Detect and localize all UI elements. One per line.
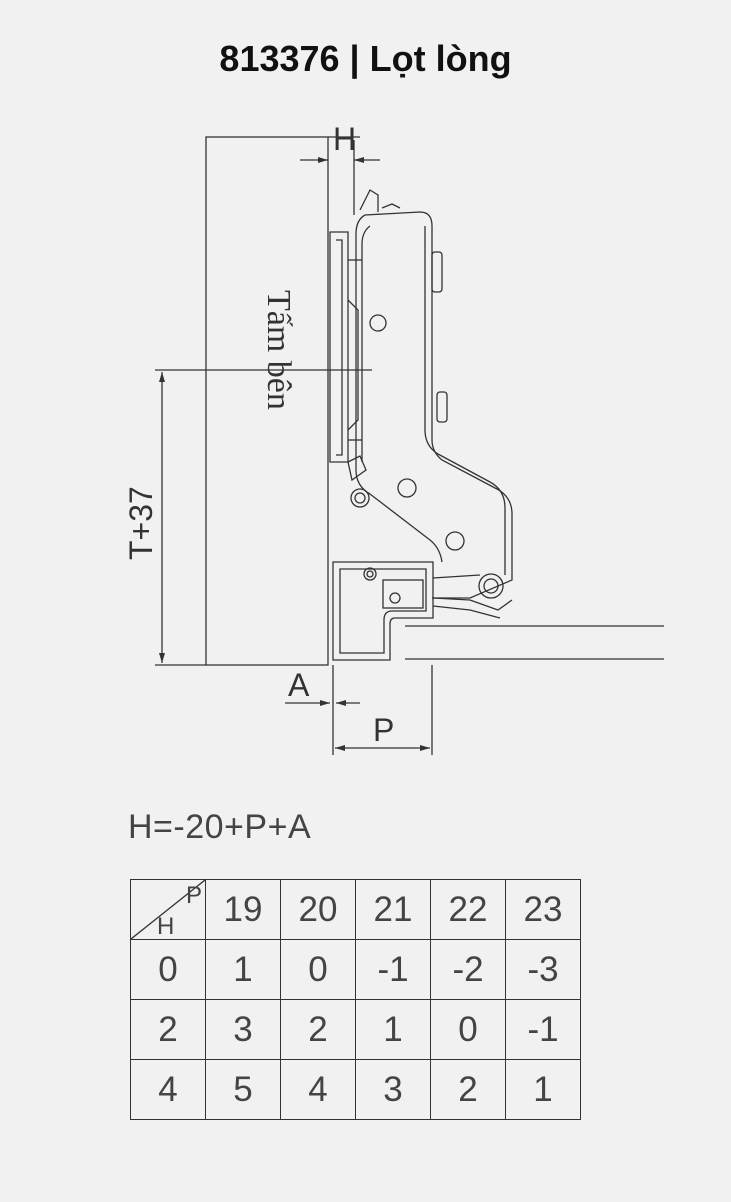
formula: H=-20+P+A (128, 808, 312, 846)
adjustment-table: P H 19 20 21 22 23 0 1 0 -1 -2 -3 2 3 2 … (130, 879, 581, 1120)
table-corner-cell: P H (130, 879, 206, 940)
table-cell: -3 (505, 939, 581, 1000)
header-cell: 20 (280, 879, 356, 940)
hinge-diagram: H A P T+37 Tấm bên (123, 121, 664, 755)
table-cell: -2 (430, 939, 506, 1000)
dim-h-label: H (333, 121, 356, 157)
side-panel (205, 136, 329, 666)
table-cell: 1 (355, 999, 431, 1060)
table-cell: 5 (205, 1059, 281, 1120)
dim-p-label: P (373, 712, 394, 748)
header-cell: 19 (205, 879, 281, 940)
corner-p-label: P (185, 882, 202, 909)
table-cell: 0 (280, 939, 356, 1000)
corner-diagonal (131, 880, 205, 939)
table-row: 0 1 0 -1 -2 -3 (130, 939, 581, 1000)
corner-h-label: H (157, 913, 175, 940)
table-cell: 1 (505, 1059, 581, 1120)
row-h-cell: 0 (130, 939, 206, 1000)
dim-t37-label: T+37 (123, 486, 159, 560)
table-cell: 2 (430, 1059, 506, 1120)
row-h-cell: 4 (130, 1059, 206, 1120)
table-row: 2 3 2 1 0 -1 (130, 999, 581, 1060)
table-cell: 2 (280, 999, 356, 1060)
side-panel-label: Tấm bên (260, 290, 297, 410)
row-h-cell: 2 (130, 999, 206, 1060)
table-cell: 0 (430, 999, 506, 1060)
header-cell: 21 (355, 879, 431, 940)
table-cell: -1 (355, 939, 431, 1000)
page-title: 813376 | Lọt lòng (219, 38, 512, 79)
dim-a-label: A (288, 667, 310, 703)
table-row: 4 5 4 3 2 1 (130, 1059, 581, 1120)
header-cell: 23 (505, 879, 581, 940)
table-cell: -1 (505, 999, 581, 1060)
table-cell: 4 (280, 1059, 356, 1120)
header-cell: 22 (430, 879, 506, 940)
table-cell: 1 (205, 939, 281, 1000)
table-cell: 3 (205, 999, 281, 1060)
table-header-row: P H 19 20 21 22 23 (130, 879, 581, 940)
table-cell: 3 (355, 1059, 431, 1120)
